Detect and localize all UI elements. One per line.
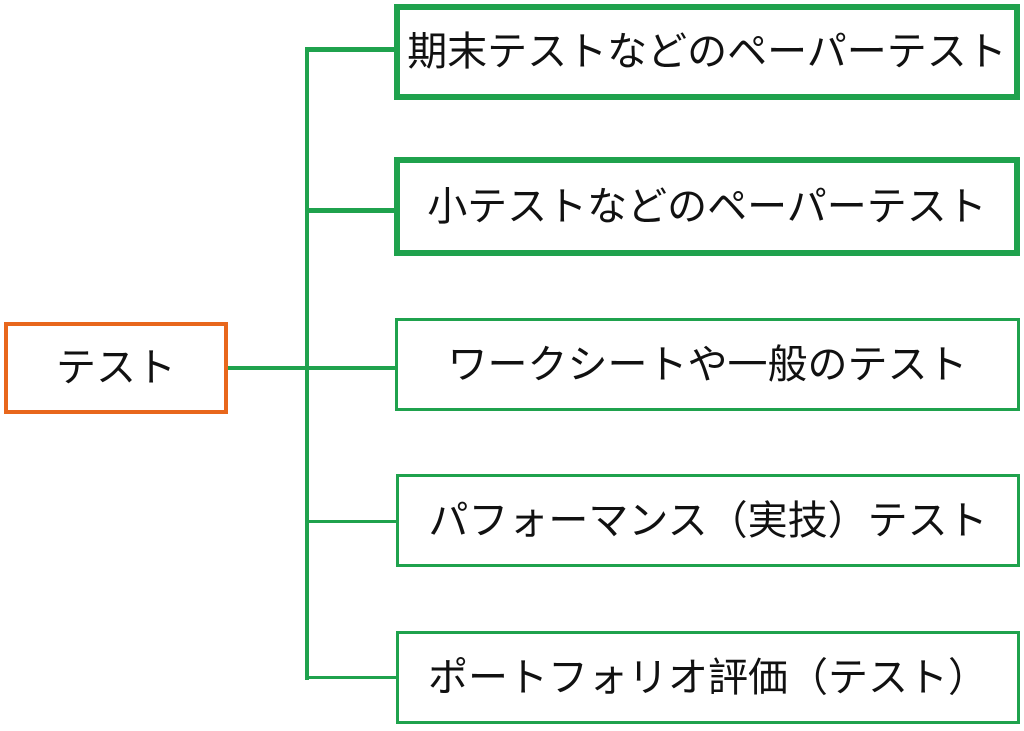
connector-branch-1-line bbox=[305, 47, 394, 52]
child-node-paper-test-final: 期末テストなどのペーパーテスト bbox=[394, 4, 1020, 100]
child-node-worksheet-test: ワークシートや一般のテスト bbox=[395, 318, 1020, 411]
connector-branch-5-line bbox=[305, 676, 396, 679]
child-node-performance-test: パフォーマンス（実技）テスト bbox=[396, 474, 1020, 567]
child-node-label: 小テストなどのペーパーテスト bbox=[427, 183, 987, 230]
child-node-portfolio-test: ポートフォリオ評価（テスト） bbox=[396, 631, 1020, 724]
connector-root-line bbox=[228, 366, 395, 370]
root-node: テスト bbox=[4, 322, 228, 414]
child-node-label: 期末テストなどのペーパーテスト bbox=[407, 29, 1007, 75]
connector-trunk-line bbox=[305, 48, 309, 680]
child-node-label: ワークシートや一般のテスト bbox=[447, 341, 968, 388]
child-node-label: パフォーマンス（実技）テスト bbox=[428, 497, 988, 544]
root-node-label: テスト bbox=[56, 345, 176, 391]
child-node-paper-test-quiz: 小テストなどのペーパーテスト bbox=[394, 157, 1020, 256]
child-node-label: ポートフォリオ評価（テスト） bbox=[428, 654, 988, 701]
connector-branch-4-line bbox=[305, 520, 396, 523]
connector-branch-2-line bbox=[305, 208, 394, 213]
